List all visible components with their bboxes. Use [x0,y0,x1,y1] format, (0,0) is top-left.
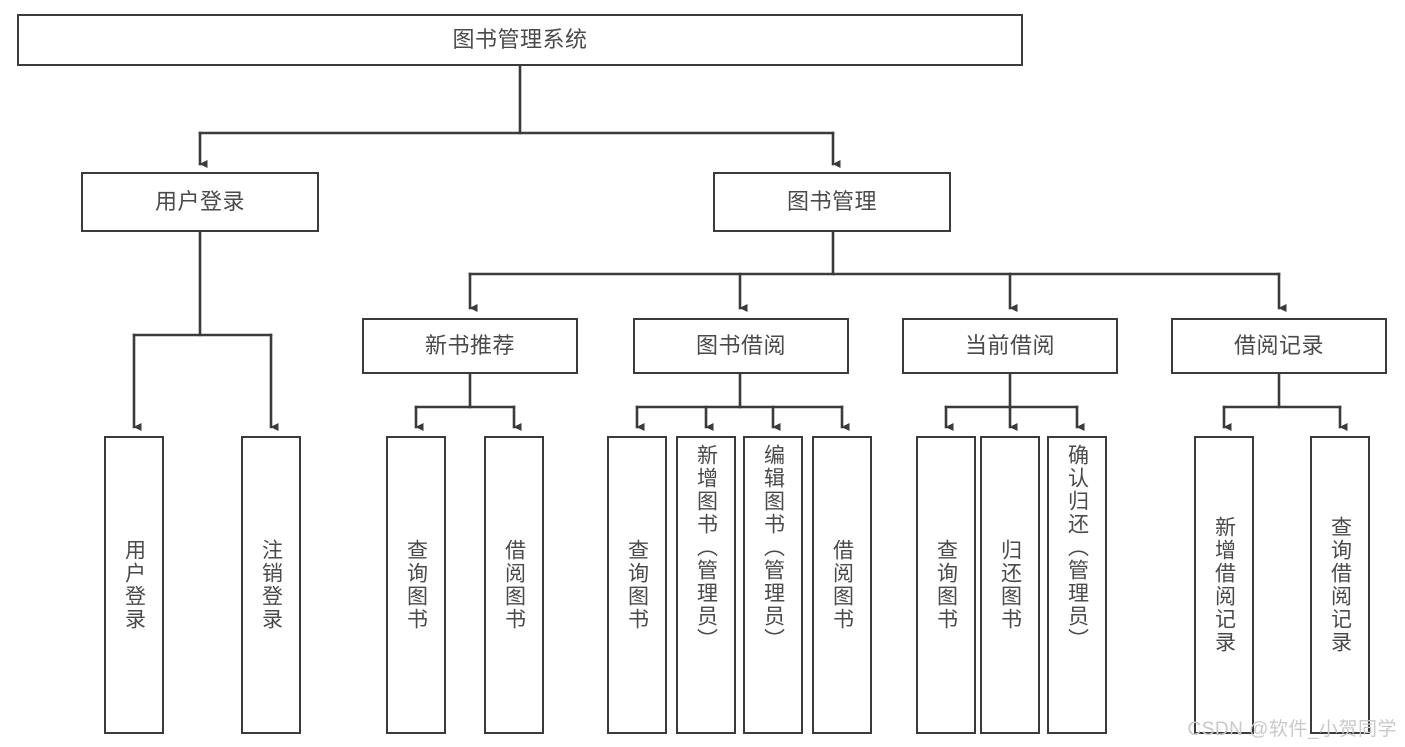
node-current-borrow[interactable]: 当前借阅 [902,318,1118,374]
leaf-edit-book-admin[interactable]: 编辑图书（管理员） [743,436,803,734]
node-label: 查询图书 [404,539,428,631]
node-label: 注销登录 [259,539,283,631]
node-label: 新增借阅记录 [1212,516,1236,654]
node-label: 当前借阅 [964,333,1055,359]
node-label: 查询借阅记录 [1328,516,1352,654]
leaf-add-borrow-record[interactable]: 新增借阅记录 [1194,436,1254,734]
node-book-management[interactable]: 图书管理 [713,172,951,232]
leaf-borrow-book-recommend[interactable]: 借阅图书 [484,436,544,734]
leaf-add-book-admin[interactable]: 新增图书（管理员） [676,436,736,734]
node-book-borrow[interactable]: 图书借阅 [633,318,849,374]
node-label: 借阅图书 [502,539,526,631]
node-label: 编辑图书（管理员） [761,444,785,651]
leaf-return-book[interactable]: 归还图书 [980,436,1040,734]
node-label: 图书借阅 [695,333,786,359]
node-label: 借阅记录 [1233,333,1324,359]
node-label: 图书管理 [786,189,877,215]
node-label: 归还图书 [998,539,1022,631]
leaf-query-borrow-record[interactable]: 查询借阅记录 [1310,436,1370,734]
node-user-login[interactable]: 用户登录 [81,172,319,232]
leaf-confirm-return-admin[interactable]: 确认归还（管理员） [1047,436,1107,734]
leaf-query-book-current[interactable]: 查询图书 [916,436,976,734]
node-label: 图书管理系统 [452,27,588,53]
node-label: 借阅图书 [830,539,854,631]
node-label: 查询图书 [934,539,958,631]
node-new-book-recommend[interactable]: 新书推荐 [362,318,578,374]
leaf-user-login[interactable]: 用户登录 [104,436,164,734]
node-label: 用户登录 [154,189,245,215]
node-label: 新书推荐 [424,333,515,359]
node-label: 确认归还（管理员） [1065,444,1089,651]
leaf-logout[interactable]: 注销登录 [241,436,301,734]
node-label: 新增图书（管理员） [694,444,718,651]
node-borrow-records[interactable]: 借阅记录 [1171,318,1387,374]
node-label: 查询图书 [625,539,649,631]
leaf-borrow-book[interactable]: 借阅图书 [812,436,872,734]
leaf-query-book-recommend[interactable]: 查询图书 [386,436,446,734]
node-label: 用户登录 [122,539,146,631]
node-root-system[interactable]: 图书管理系统 [17,14,1023,66]
leaf-query-book-borrow[interactable]: 查询图书 [607,436,667,734]
